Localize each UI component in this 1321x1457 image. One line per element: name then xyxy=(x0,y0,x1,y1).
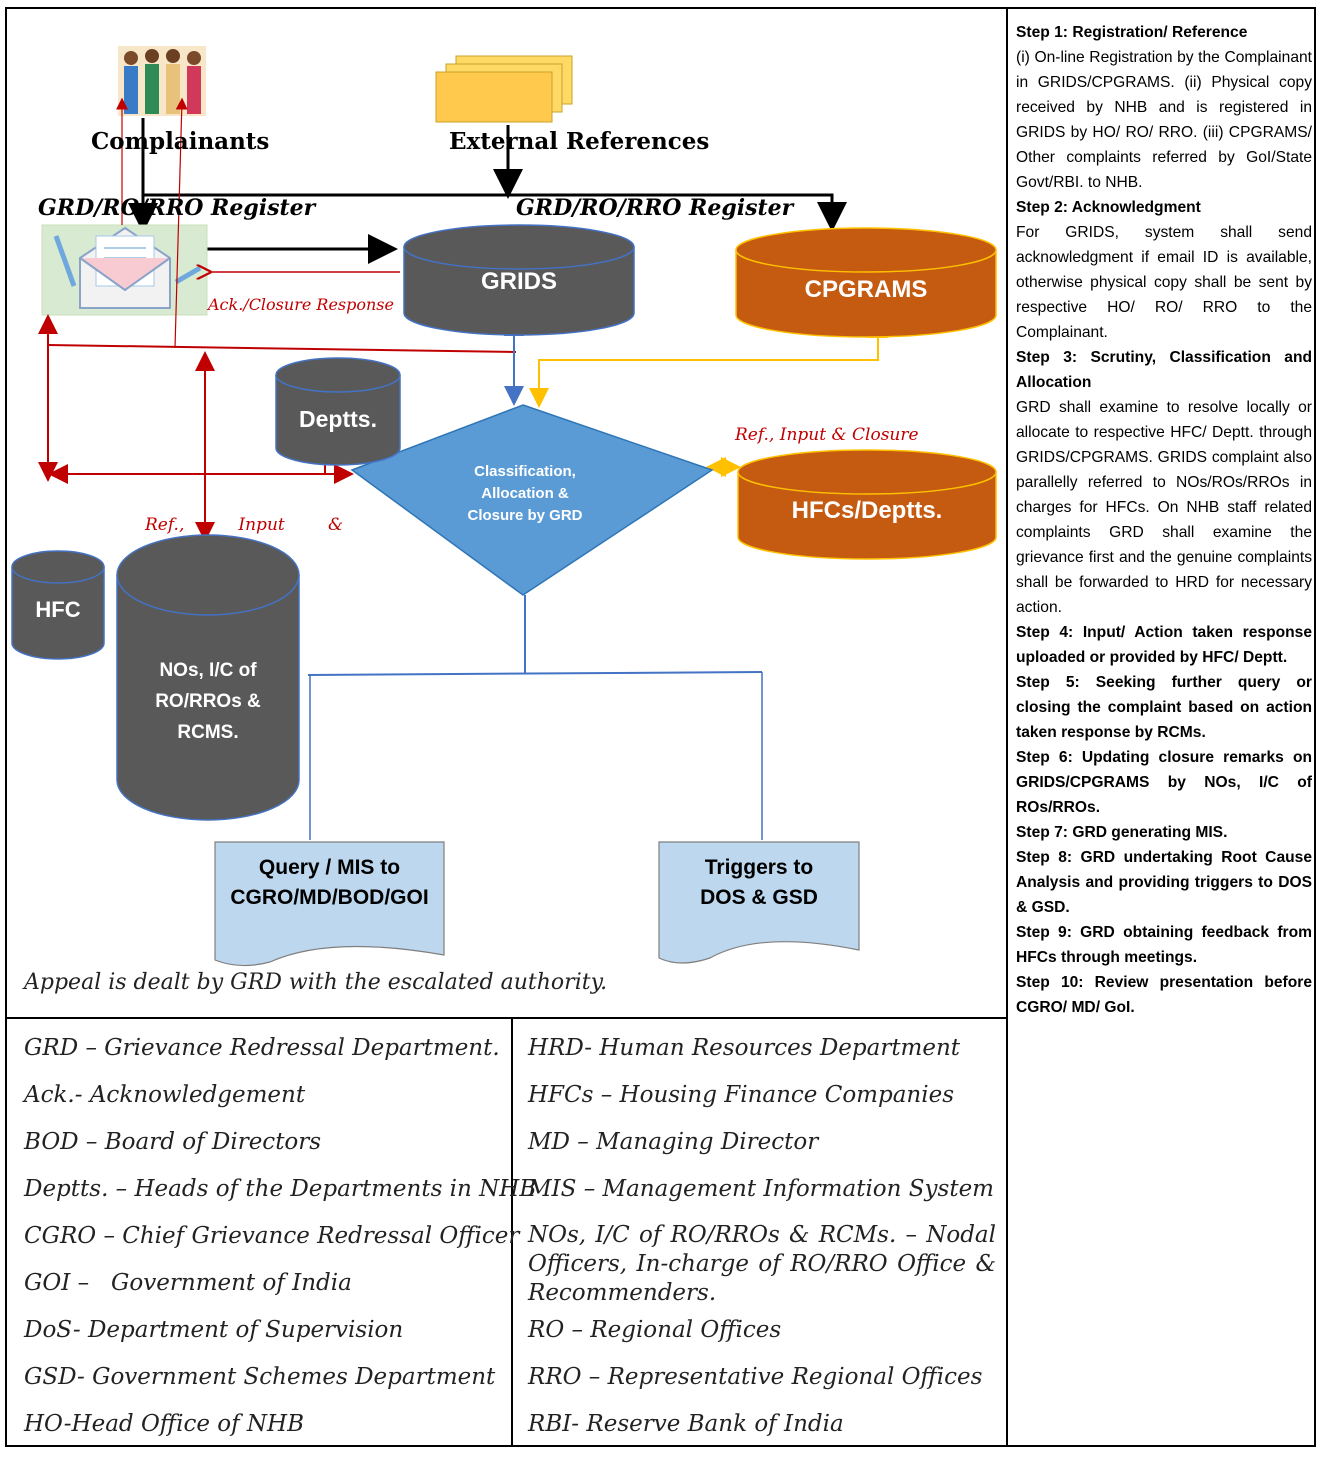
step-2-body: For GRIDS, system shall send acknowledgm… xyxy=(1016,224,1312,341)
step-8-title: Step 8: GRD undertaking Root Cause Analy… xyxy=(1016,849,1312,916)
step-9-title: Step 9: GRD obtaining feedback from HFCs… xyxy=(1016,924,1312,966)
steps-frame xyxy=(1006,7,1316,1447)
diamond-line-2: Allocation & xyxy=(481,485,569,502)
complainants-illustration xyxy=(118,46,206,116)
hfc-label: HFC xyxy=(35,597,81,622)
ref-input-left: Ref., Input & xyxy=(145,515,344,535)
register-label-left: GRD/RO/RRO Register xyxy=(38,195,316,221)
glossary-item: GSD- Government Schemes Department xyxy=(24,1364,496,1390)
ack-closure-label: Ack./Closure Response xyxy=(208,295,394,314)
nos-line-3: RCMS. xyxy=(177,722,239,743)
complainants-label: Complainants xyxy=(91,128,270,155)
glossary-item: GOI – Government of India xyxy=(24,1270,352,1296)
classification-diamond xyxy=(350,404,714,596)
grids-cylinder xyxy=(403,224,635,336)
glossary-item: Deptts. – Heads of the Departments in NH… xyxy=(24,1176,537,1202)
step-3-body: GRD shall examine to resolve locally or … xyxy=(1016,399,1312,616)
glossary-item: MIS – Management Information System xyxy=(528,1176,994,1202)
glossary-item: RBI- Reserve Bank of India xyxy=(528,1411,844,1437)
cpgrams-label: CPGRAMS xyxy=(804,276,928,303)
diamond-line-1: Classification, xyxy=(474,463,576,480)
step-1-body: (i) On-line Registration by the Complain… xyxy=(1016,49,1312,191)
glossary-item: DoS- Department of Supervision xyxy=(24,1317,404,1343)
glossary-divider xyxy=(6,1017,1007,1019)
triggers-line-2: DOS & GSD xyxy=(700,886,818,909)
hfcs-text-wrap: HFCs/Deptts. xyxy=(738,497,996,537)
hfc-text-wrap: HFC xyxy=(12,597,104,637)
triggers-line-1: Triggers to xyxy=(704,856,814,879)
glossary-column-divider xyxy=(511,1017,513,1447)
hfc-cylinder xyxy=(11,550,105,660)
step-2-title: Step 2: Acknowledgment xyxy=(1016,199,1201,216)
step-4-title: Step 4: Input/ Action taken response upl… xyxy=(1016,624,1312,666)
cpgrams-cylinder xyxy=(735,227,997,338)
query-text-wrap: Query / MIS to CGRO/MD/BOD/GOI xyxy=(215,856,444,926)
step-3-title: Step 3: Scrutiny, Classification and All… xyxy=(1016,349,1312,391)
glossary-item: RRO – Representative Regional Offices xyxy=(528,1364,983,1390)
diagram-frame xyxy=(5,7,1008,1447)
query-line-2: CGRO/MD/BOD/GOI xyxy=(230,886,429,909)
nos-cylinder xyxy=(116,534,300,821)
register-label-right: GRD/RO/RRO Register xyxy=(516,195,794,221)
nos-text-wrap: NOs, I/C of RO/RROs & RCMS. xyxy=(117,660,299,760)
grids-label: GRIDS xyxy=(480,268,557,295)
glossary-item: HFCs – Housing Finance Companies xyxy=(528,1082,954,1108)
steps-panel: Step 1: Registration/ Reference (i) On-l… xyxy=(1016,20,1312,1020)
hfcs-deptts-label: HFCs/Deptts. xyxy=(791,497,943,524)
glossary-item: CGRO – Chief Grievance Redressal Officer xyxy=(24,1223,520,1249)
triggers-text-wrap: Triggers to DOS & GSD xyxy=(659,856,859,926)
step-1-title: Step 1: Registration/ Reference xyxy=(1016,24,1248,41)
deptts-cylinder xyxy=(275,357,401,466)
step-7-title: Step 7: GRD generating MIS. xyxy=(1016,824,1228,841)
diamond-line-3: Closure by GRD xyxy=(467,507,583,524)
glossary-item: HRD- Human Resources Department xyxy=(528,1035,961,1061)
triggers-box xyxy=(658,841,860,964)
step-5-title: Step 5: Seeking further query or closing… xyxy=(1016,674,1312,741)
external-references-label: External References xyxy=(449,128,710,155)
glossary-item: HO-Head Office of NHB xyxy=(24,1411,305,1437)
appeal-note: Appeal is dealt by GRD with the escalate… xyxy=(24,970,608,995)
ref-input-closure-right: Ref., Input & Closure xyxy=(735,425,919,445)
query-line-1: Query / MIS to xyxy=(258,856,401,879)
hfcs-deptts-cylinder xyxy=(737,449,997,560)
deptts-text-wrap: Deptts. xyxy=(276,406,400,446)
glossary-item: Ack.- Acknowledgement xyxy=(24,1082,306,1108)
external-references-icon xyxy=(435,55,573,123)
glossary-item: GRD – Grievance Redressal Department. xyxy=(24,1035,500,1061)
flow-diagram xyxy=(11,46,997,967)
glossary-item: RO – Regional Offices xyxy=(528,1317,782,1343)
step-6-title: Step 6: Updating closure remarks on GRID… xyxy=(1016,749,1312,816)
nos-line-2: RO/RROs & xyxy=(155,691,261,712)
nos-line-1: NOs, I/C of xyxy=(159,660,257,681)
step-10-title: Step 10: Review presentation before CGRO… xyxy=(1016,974,1312,1016)
grids-text-wrap: GRIDS xyxy=(404,268,634,308)
deptts-label: Deptts. xyxy=(299,406,377,432)
diamond-text-wrap: Classification, Allocation & Closure by … xyxy=(400,463,650,543)
glossary-item: MD – Managing Director xyxy=(528,1129,819,1155)
glossary-item: BOD – Board of Directors xyxy=(24,1129,322,1155)
register-letter-icon xyxy=(41,224,208,316)
cpgrams-text-wrap: CPGRAMS xyxy=(736,276,996,316)
glossary-item: NOs, I/C of RO/RROs & RCMs. – Nodal Offi… xyxy=(528,1222,996,1306)
query-mis-box xyxy=(214,841,445,967)
